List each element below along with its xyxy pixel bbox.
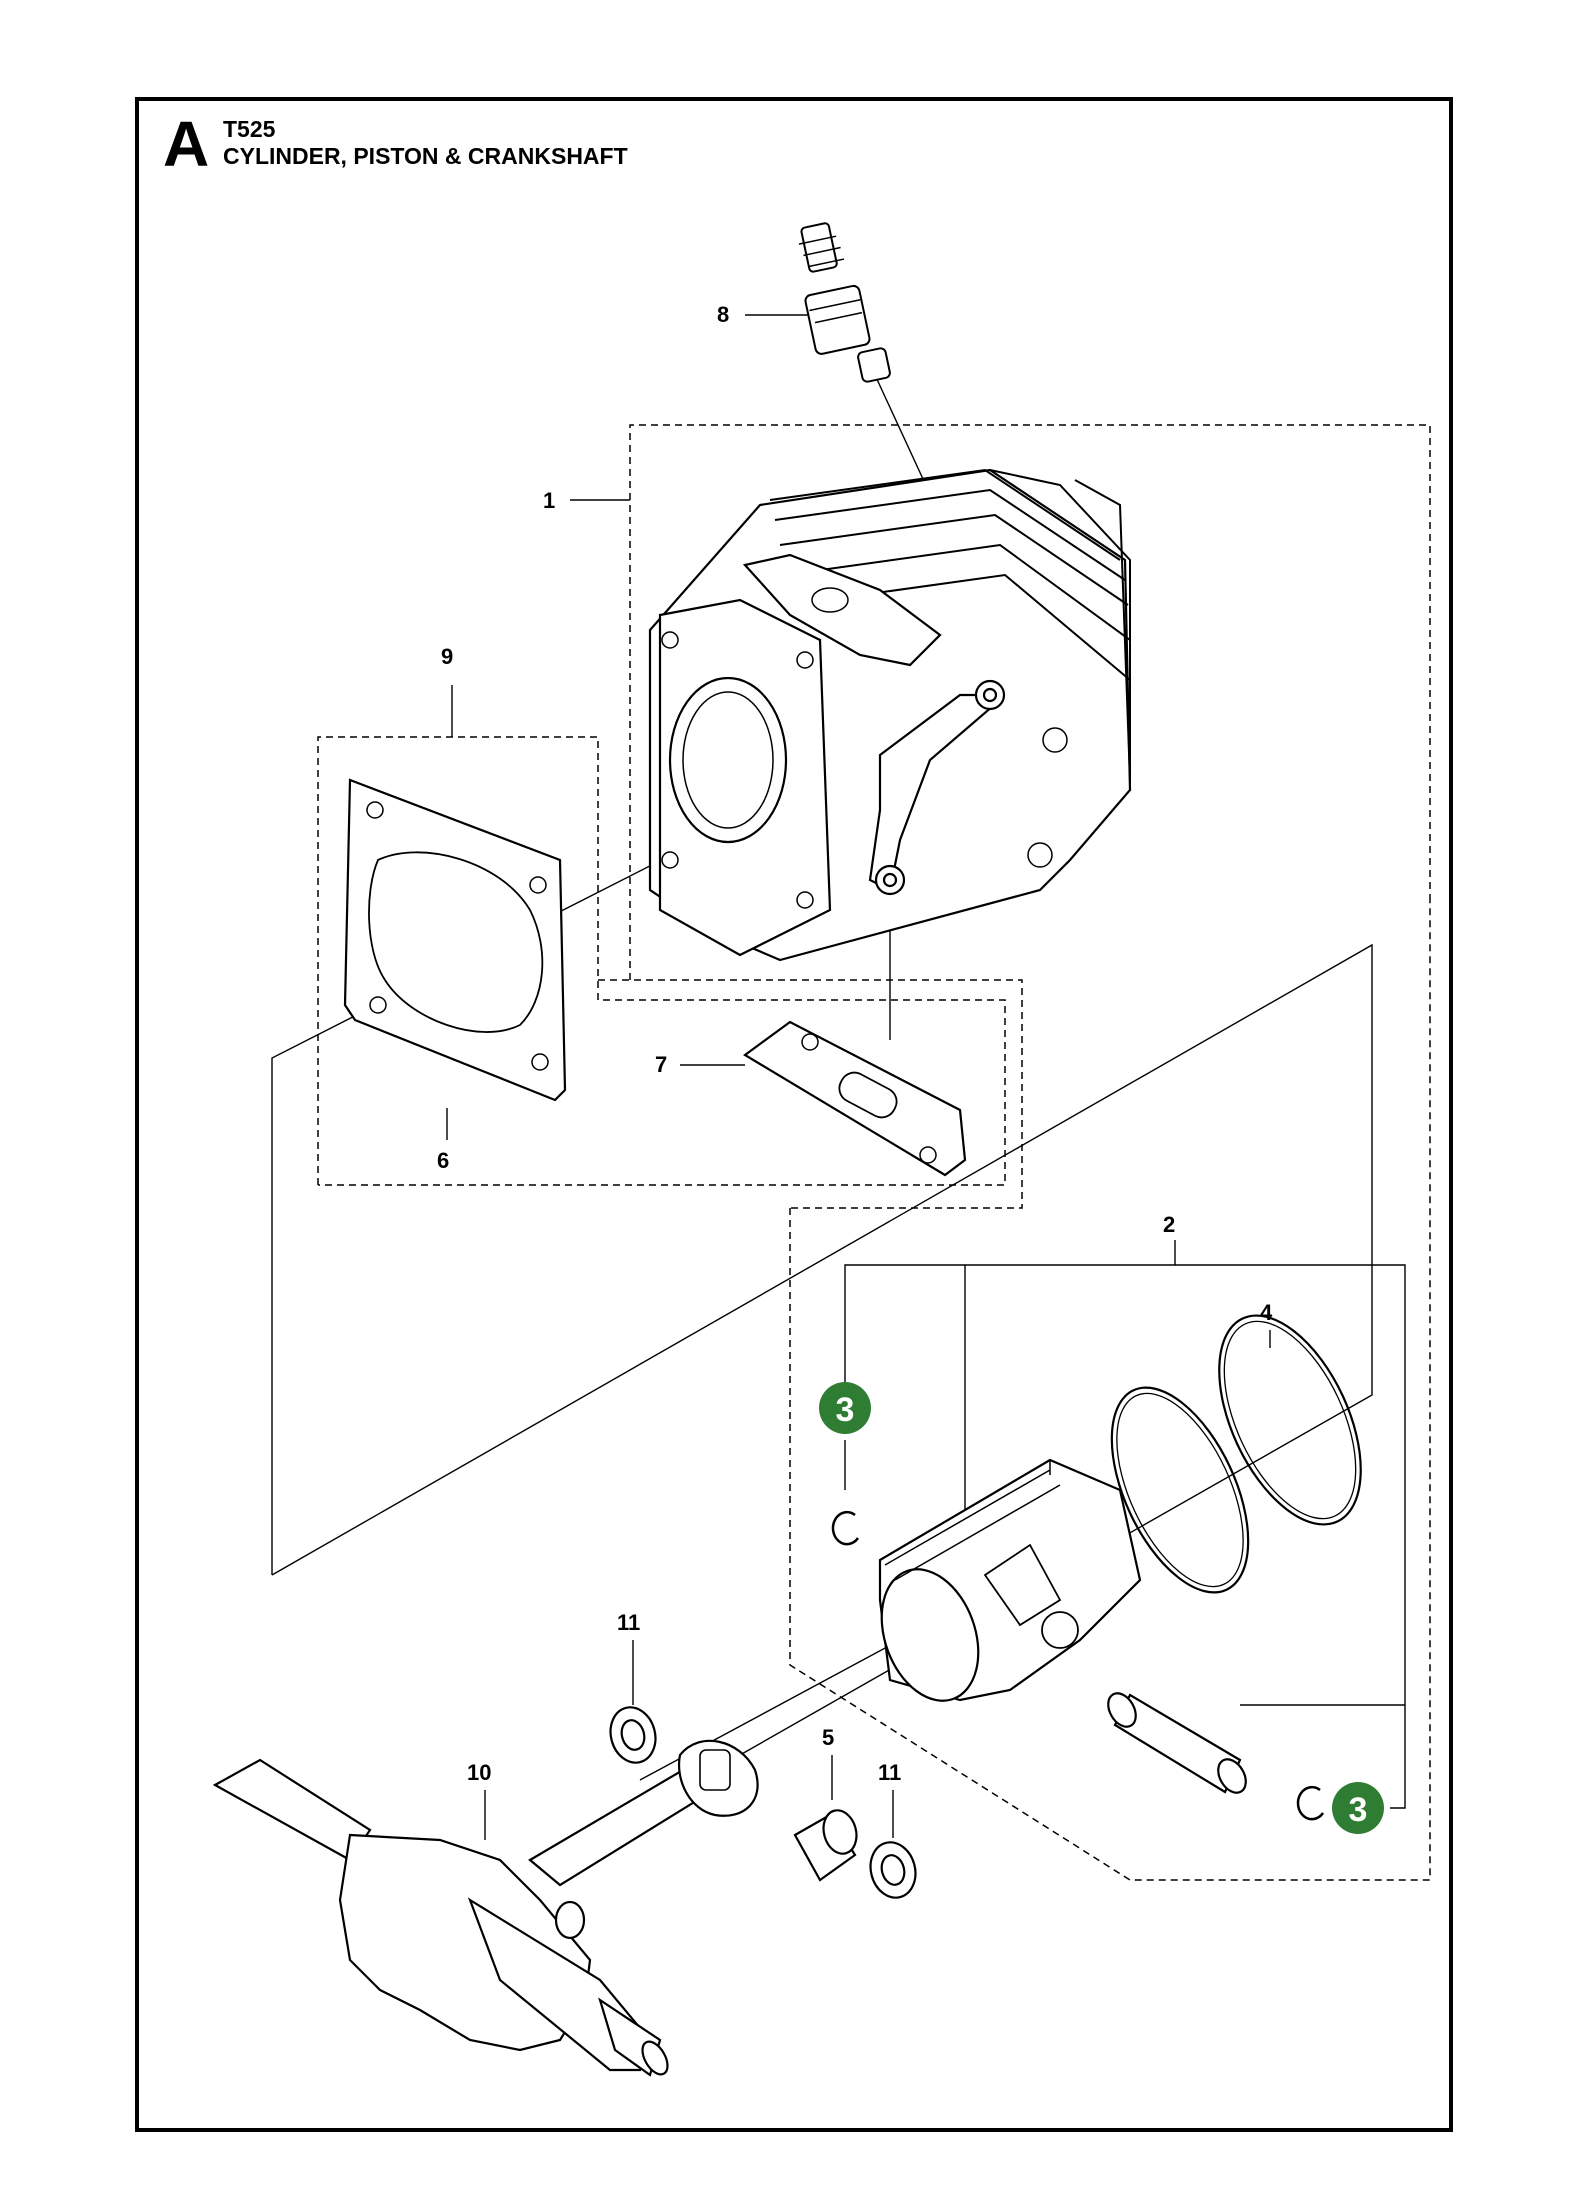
- model-number: T525: [223, 116, 276, 142]
- leader-lines: [446, 314, 1406, 1840]
- group-outlines: [317, 424, 1431, 1881]
- callout-11-lower: 11: [878, 1760, 901, 1785]
- spark-plug-part: [798, 222, 891, 383]
- bearings-part: [609, 1706, 917, 1899]
- piston-group-outline: [789, 900, 1431, 1881]
- piston-rings-part: [1110, 1314, 1362, 1594]
- callout-9: 9: [441, 644, 453, 669]
- cylinder-part: [648, 468, 1132, 962]
- callout-10: 10: [467, 1760, 491, 1785]
- assembly-line-gasket: [271, 809, 761, 1575]
- piston-pin-part: [1107, 1692, 1247, 1794]
- badge-3-upper-label: 3: [836, 1391, 855, 1429]
- callout-11-upper: 11: [617, 1610, 640, 1635]
- cylinder-gasket-part: [343, 778, 567, 1102]
- callout-2: 2: [1163, 1212, 1175, 1237]
- diagram-frame: [135, 97, 1453, 2132]
- cylinder-group-outline: [629, 424, 1431, 980]
- callout-5: 5: [822, 1725, 834, 1750]
- callout-4: 4: [1260, 1300, 1273, 1325]
- circlips-part: [831, 1510, 1325, 1821]
- badge-3-lower: 3: [1332, 1782, 1384, 1834]
- callout-6: 6: [437, 1148, 449, 1173]
- gasket-group-outline: [317, 736, 1006, 1186]
- diagram-title: CYLINDER, PISTON & CRANKSHAFT: [223, 143, 628, 169]
- muffler-gasket-outline: [598, 979, 1023, 1210]
- piston-part: [878, 1458, 1142, 1702]
- muffler-gasket-part: [743, 1020, 967, 1177]
- crankshaft-part: [212, 1739, 759, 2077]
- callout-7: 7: [655, 1052, 667, 1077]
- leader-2: [844, 1240, 1176, 1400]
- leader-2-rings: [1175, 1264, 1406, 1809]
- callout-8: 8: [717, 302, 729, 327]
- badge-3-lower-label: 3: [1349, 1791, 1368, 1829]
- callout-1: 1: [543, 488, 555, 513]
- section-letter: A: [163, 108, 210, 180]
- badge-3-upper: 3: [819, 1382, 871, 1434]
